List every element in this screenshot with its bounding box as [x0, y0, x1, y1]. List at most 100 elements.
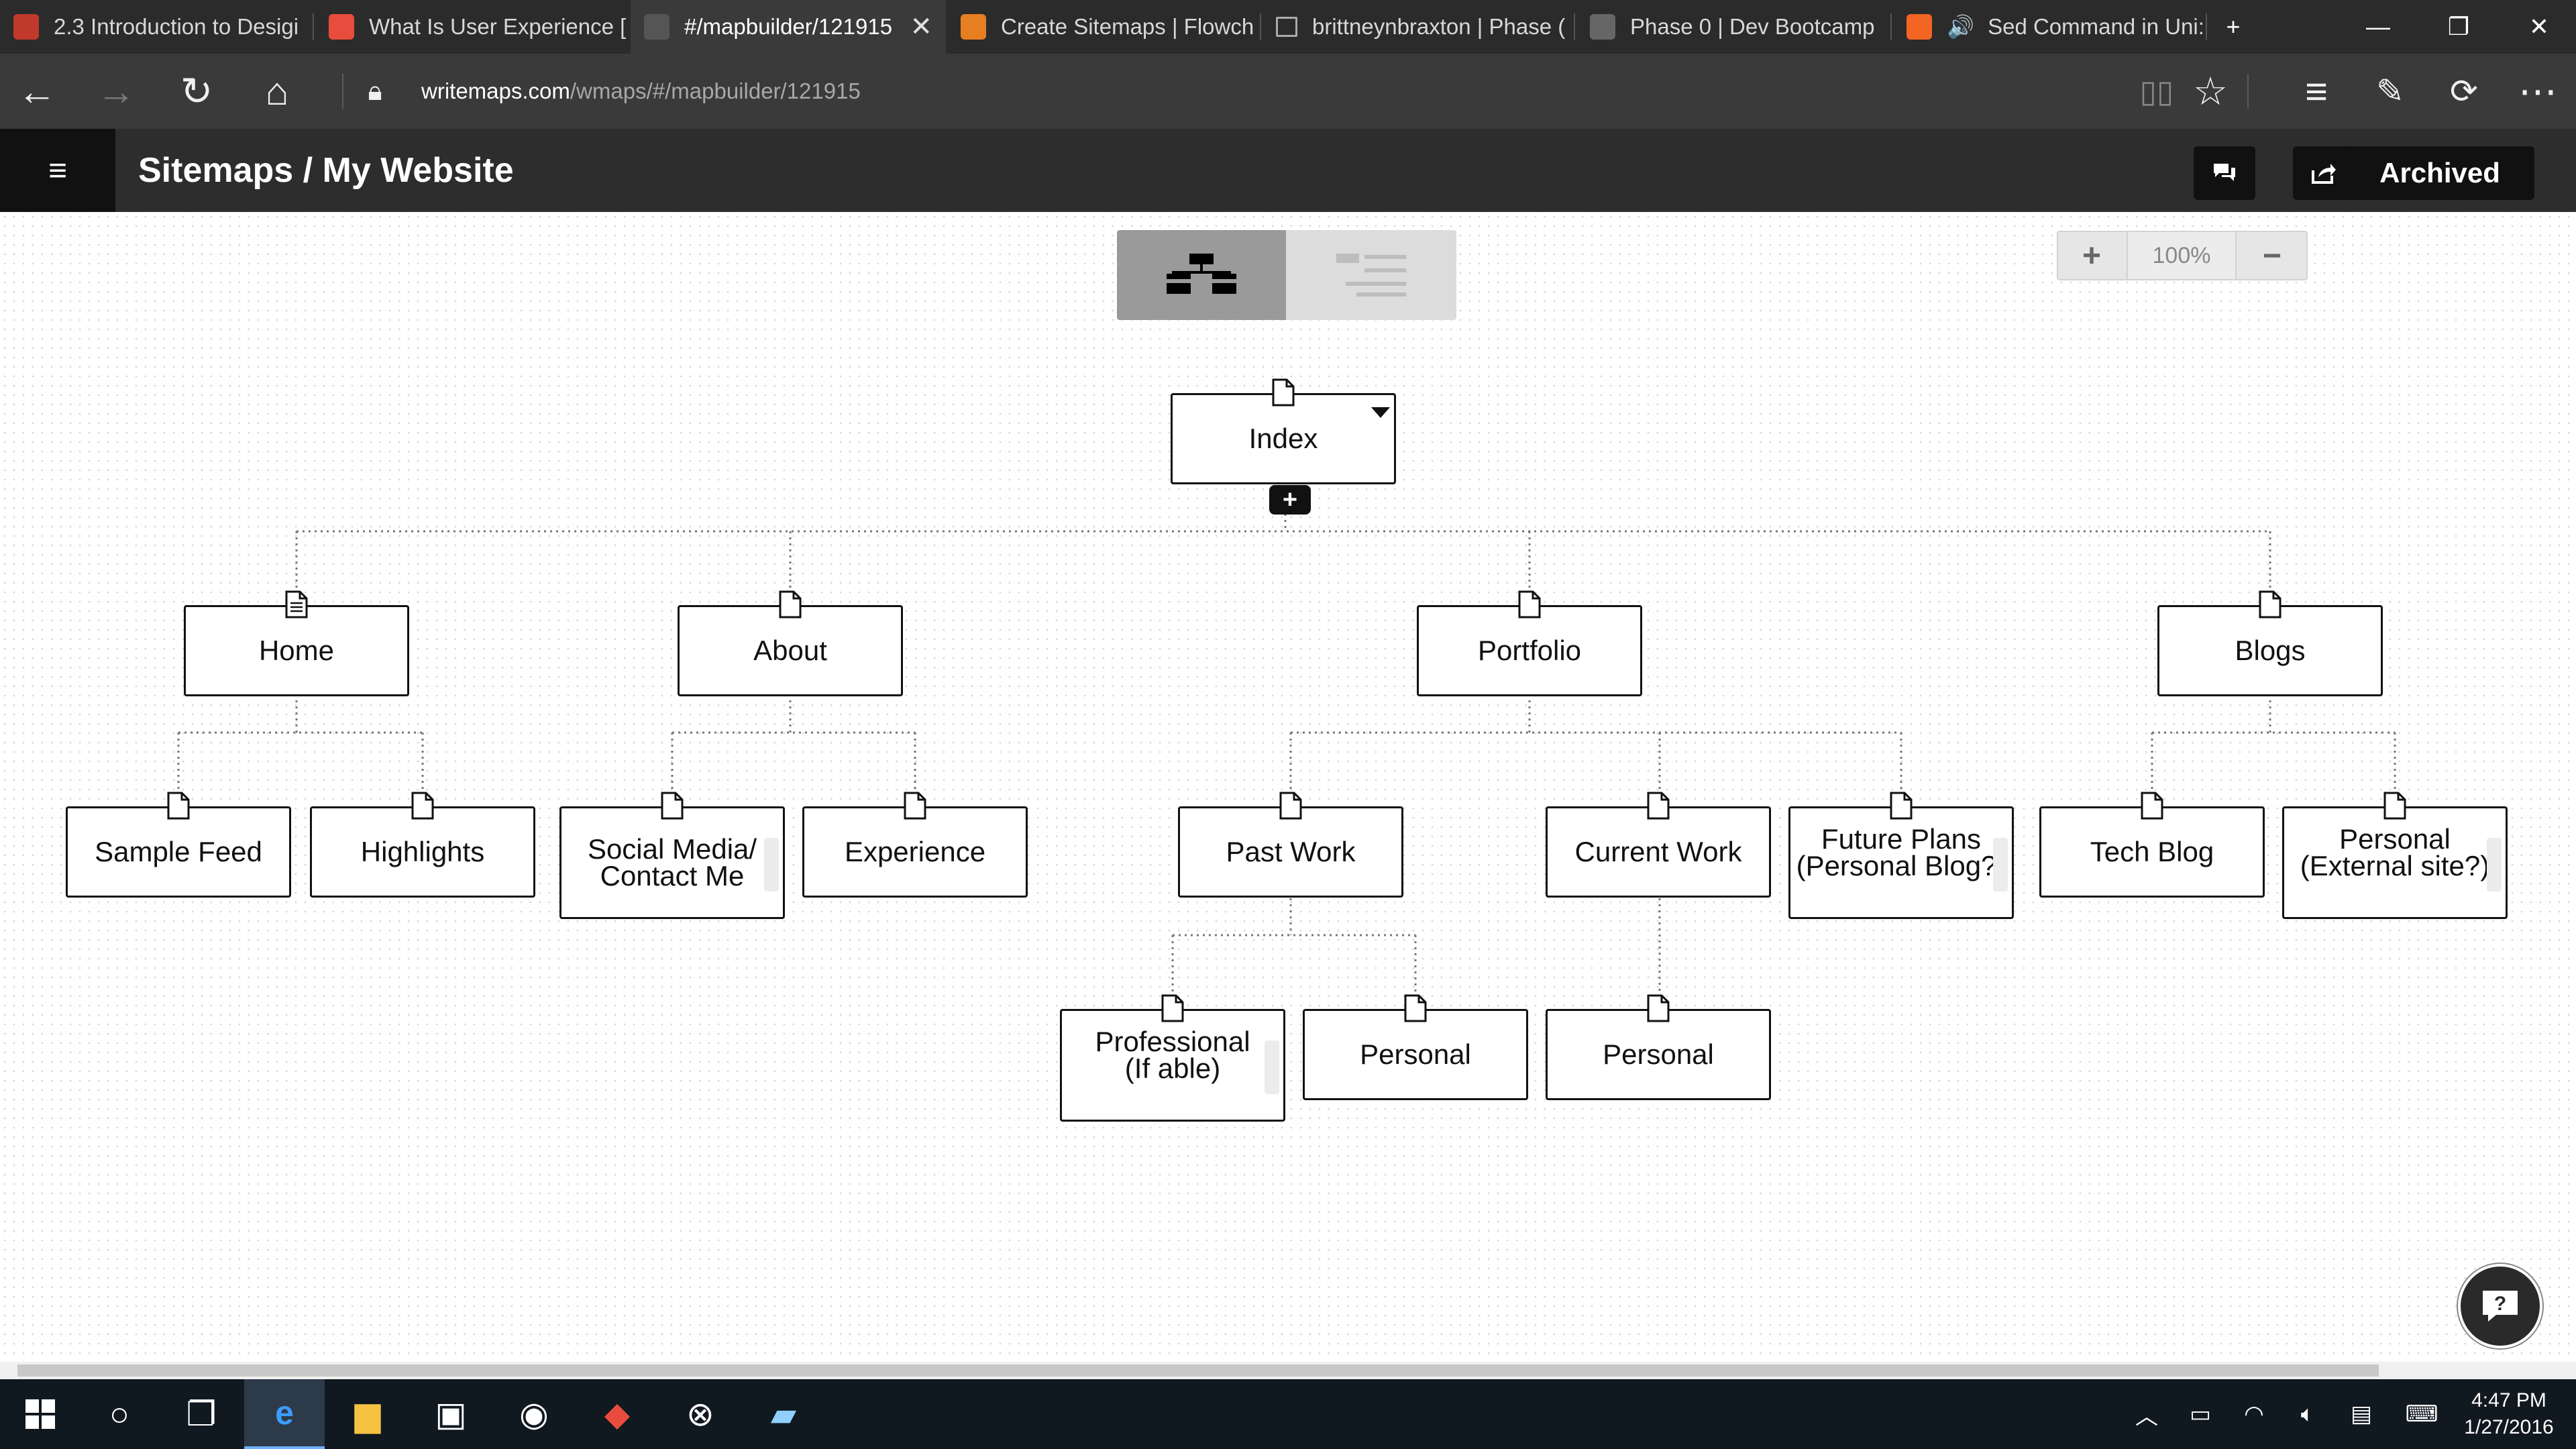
browser-tab[interactable]: Phase 0 | Dev Bootcamp	[1576, 0, 1892, 54]
comments-button[interactable]	[2194, 146, 2255, 200]
sitemap-node-portfolio[interactable]: Portfolio	[1417, 590, 1642, 696]
page-icon	[2141, 792, 2163, 820]
tab-separator	[313, 13, 314, 40]
cortana-search-icon[interactable]: ○	[109, 1395, 130, 1433]
browser-tab[interactable]: Create Sitemaps | Flowch	[947, 0, 1261, 54]
add-child-page-button[interactable]: +	[1269, 485, 1311, 515]
tab-title: Phase 0 | Dev Bootcamp	[1630, 14, 1875, 39]
edge-browser-icon[interactable]: e	[244, 1379, 325, 1449]
browser-tab[interactable]: 🔊 Sed Command in Uni:	[1893, 0, 2207, 54]
node-scrollbar[interactable]	[1265, 1040, 1279, 1094]
file-explorer-icon[interactable]: ▆	[354, 1395, 381, 1433]
back-icon[interactable]: ←	[17, 69, 56, 113]
share-icon[interactable]: ⟳	[2450, 72, 2478, 110]
help-button[interactable]: ?	[2458, 1264, 2542, 1348]
app-diamond-icon[interactable]: ◆	[604, 1395, 631, 1433]
close-tab-icon[interactable]: ✕	[910, 12, 932, 42]
tab-favicon-icon	[961, 14, 986, 40]
node-label: Sample Feed	[95, 836, 262, 867]
task-view-icon[interactable]: ❐	[186, 1395, 217, 1433]
minimize-icon[interactable]: —	[2366, 13, 2390, 40]
sitemap-node-future-plans[interactable]: Future Plans (Personal Blog?)	[1788, 792, 2014, 919]
browser-tab-active[interactable]: #/mapbuilder/121915 ✕	[631, 0, 946, 54]
hub-icon[interactable]: ≡	[2305, 69, 2328, 113]
sitemap-canvas[interactable]	[0, 212, 2576, 1362]
sitemap-node-social-media[interactable]: Social Media/ Contact Me	[559, 792, 785, 919]
sitemap-node-past-work[interactable]: Past Work	[1178, 792, 1403, 898]
sitemap-node-highlights[interactable]: Highlights	[310, 792, 535, 898]
node-scrollbar[interactable]	[764, 838, 779, 892]
url-host: writemaps.com	[421, 78, 570, 103]
sitemap-node-blogs[interactable]: Blogs	[2157, 590, 2383, 696]
groove-music-icon[interactable]: ◉	[519, 1395, 549, 1433]
url-field[interactable]: writemaps.com/wmaps/#/mapbuilder/121915	[421, 54, 861, 129]
node-label: Future Plans (Personal Blog?)	[1796, 823, 2006, 881]
windows-taskbar: ○ ❐ e ▆ ▣ ◉ ◆ ⊗ ▰ ︿ ▭ ◠ 🔈︎ ▤ ⌨ 4:47 PM 1…	[0, 1379, 2576, 1449]
tab-favicon-icon	[13, 14, 39, 40]
url-path: /wmaps/#/mapbuilder/121915	[570, 78, 861, 103]
menu-icon[interactable]: ≡	[0, 129, 115, 212]
page-icon	[904, 792, 926, 820]
speaker-icon: 🔊	[1947, 13, 1975, 39]
scrollbar-thumb[interactable]	[17, 1364, 2379, 1377]
web-note-icon[interactable]: ✎	[2376, 72, 2404, 110]
volume-icon[interactable]: 🔈︎	[2300, 1401, 2315, 1427]
tab-title: #/mapbuilder/121915	[684, 14, 893, 39]
page-icon	[167, 792, 190, 820]
favorite-star-icon[interactable]: ☆	[2193, 70, 2228, 113]
tree-view-button[interactable]	[1117, 230, 1286, 320]
sitemap-node-index[interactable]: Index	[1171, 378, 1396, 484]
sitemap-node-about[interactable]: About	[678, 590, 903, 696]
refresh-icon[interactable]: ↻	[180, 70, 213, 113]
sitemap-node-personal[interactable]: Personal	[1303, 994, 1528, 1100]
battery-icon[interactable]: ▭	[2189, 1401, 2212, 1427]
horizontal-scrollbar[interactable]	[0, 1362, 2576, 1379]
new-tab-button[interactable]: +	[2226, 13, 2241, 40]
sitemap-node-tech-blog[interactable]: Tech Blog	[2039, 792, 2265, 898]
app-pinned-icon[interactable]: ▰	[770, 1395, 797, 1433]
page-icon	[1272, 378, 1295, 407]
xbox-icon[interactable]: ⊗	[686, 1395, 714, 1433]
action-center-icon[interactable]: ▤	[2350, 1401, 2373, 1427]
system-clock[interactable]: 4:47 PM 1/27/2016	[2455, 1379, 2563, 1449]
reading-view-icon[interactable]: ▯▯	[2139, 74, 2174, 109]
divider	[342, 74, 343, 109]
node-scrollbar[interactable]	[1993, 838, 2008, 892]
sitemap-node-current-work[interactable]: Current Work	[1546, 792, 1771, 898]
sitemap-node-personal[interactable]: Personal	[1546, 994, 1771, 1100]
browser-tab[interactable]: What Is User Experience [	[315, 0, 629, 54]
view-toggle	[1117, 230, 1456, 320]
forward-icon[interactable]: →	[97, 69, 136, 113]
sitemap-node-home[interactable]: Home	[184, 590, 409, 696]
node-label: Current Work	[1574, 836, 1742, 867]
page-icon	[1518, 590, 1541, 619]
keyboard-icon[interactable]: ⌨	[2405, 1401, 2438, 1427]
restore-icon[interactable]: ❐	[2447, 13, 2470, 40]
windows-start-icon[interactable]	[0, 1379, 80, 1449]
show-hidden-icons[interactable]: ︿	[2135, 1403, 2158, 1430]
page-icon	[1161, 994, 1184, 1022]
zoom-in-button[interactable]: +	[2082, 237, 2102, 274]
sitemap-node-professional[interactable]: Professional (If able)	[1060, 994, 1285, 1122]
node-label: Portfolio	[1477, 635, 1582, 666]
browser-tab-bar: 2.3 Introduction to Desigi What Is User …	[0, 0, 2576, 54]
store-icon[interactable]: ▣	[435, 1395, 467, 1433]
list-view-button[interactable]	[1286, 230, 1456, 320]
zoom-level: 100%	[2127, 232, 2237, 279]
node-label: Tech Blog	[2090, 836, 2214, 867]
sitemap-node-personal-external[interactable]: Personal (External site?)	[2282, 792, 2508, 919]
archived-button[interactable]: Archived	[2345, 146, 2534, 200]
sitemap-node-sample-feed[interactable]: Sample Feed	[66, 792, 291, 898]
home-icon[interactable]: ⌂	[265, 69, 289, 113]
zoom-out-button[interactable]: −	[2262, 237, 2282, 274]
share-button[interactable]	[2293, 146, 2355, 200]
wifi-icon[interactable]: ◠	[2244, 1401, 2264, 1427]
dropdown-caret-icon[interactable]	[1371, 407, 1390, 418]
node-scrollbar[interactable]	[2487, 838, 2502, 892]
node-label: Blogs	[2235, 635, 2306, 666]
browser-tab[interactable]: brittneynbraxton | Phase (	[1263, 0, 1575, 54]
browser-tab[interactable]: 2.3 Introduction to Desigi	[0, 0, 314, 54]
close-window-icon[interactable]: ✕	[2528, 13, 2550, 40]
sitemap-node-experience[interactable]: Experience	[802, 792, 1028, 898]
more-icon[interactable]: ⋯	[2518, 70, 2557, 113]
